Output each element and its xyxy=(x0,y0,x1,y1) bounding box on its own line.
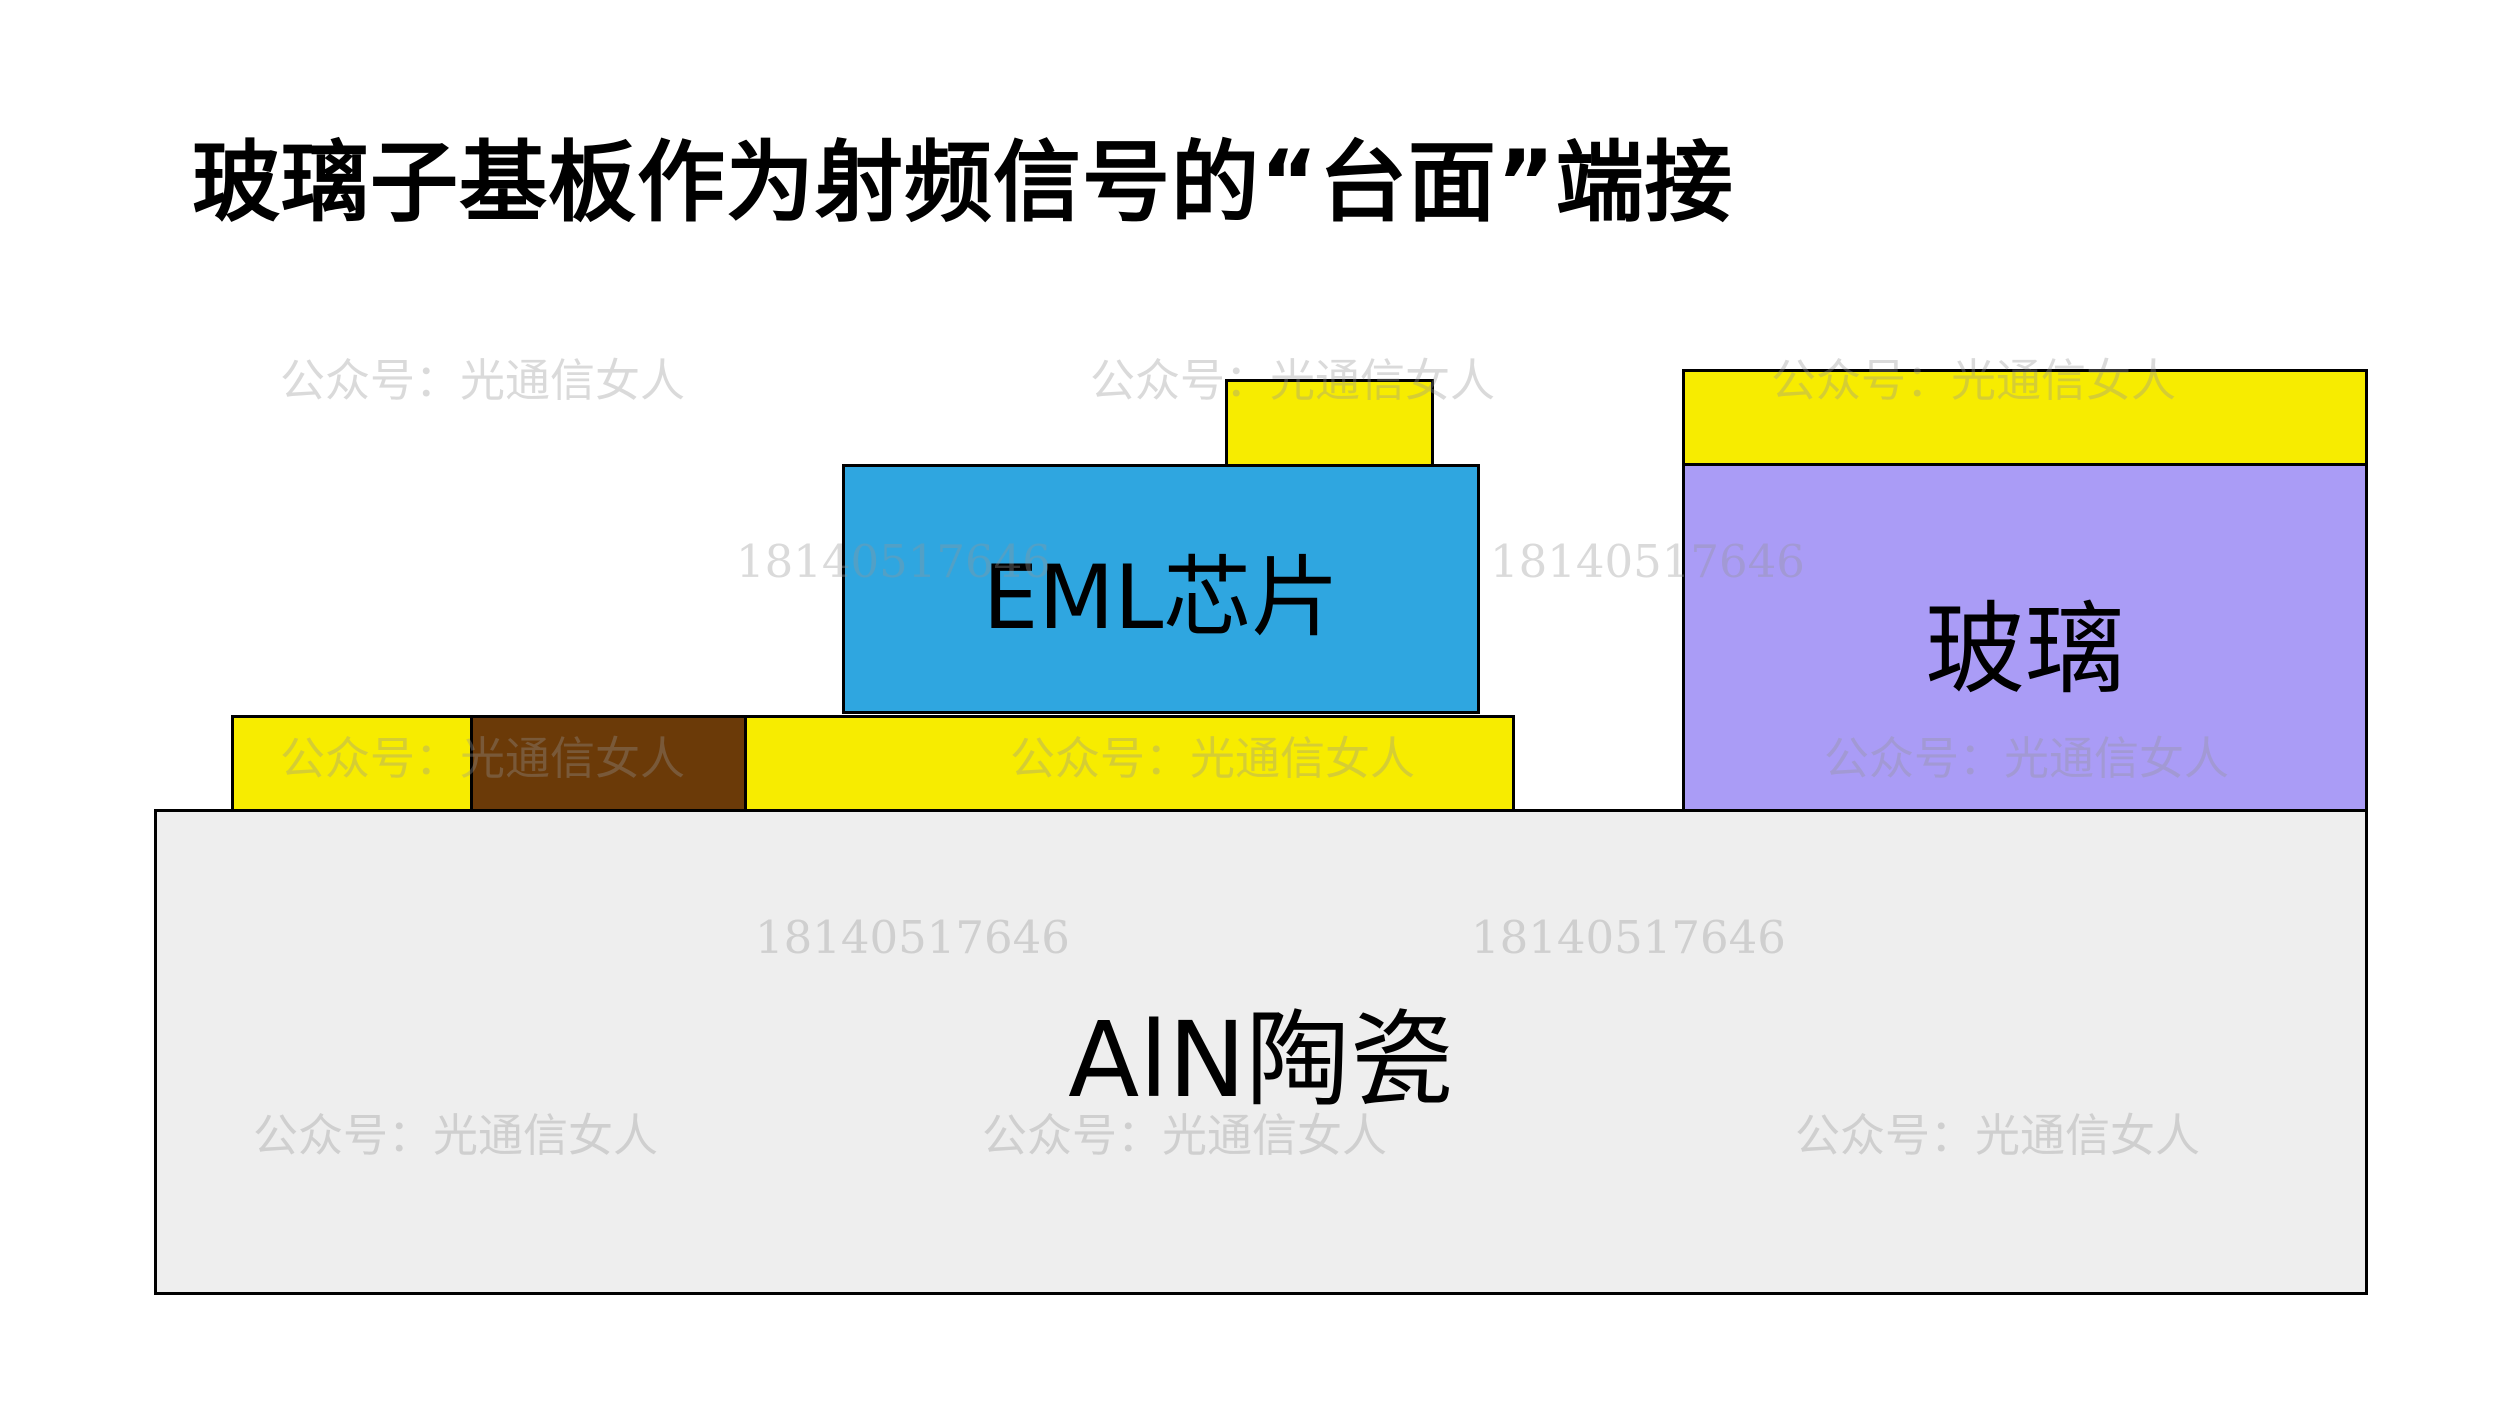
resistor-block xyxy=(470,715,747,812)
slide-title: 玻璃子基板作为射频信号的“台面”端接 xyxy=(192,131,1734,234)
gold-pad-under-chip xyxy=(744,715,1515,812)
eml-label: EML芯片 xyxy=(982,545,1340,649)
glass-substrate xyxy=(1682,463,2368,812)
gold-pad-chip-top xyxy=(1225,379,1434,467)
gold-pad-left xyxy=(231,715,473,812)
eml-chip xyxy=(842,464,1480,714)
watermark: 公众号：光通信女人 xyxy=(280,354,686,407)
gold-pad-glass-top xyxy=(1682,369,2368,466)
aln-ceramic-substrate xyxy=(154,809,2368,1295)
glass-label: 玻璃 xyxy=(1925,590,2125,708)
aln-label: AlN陶瓷 xyxy=(1068,998,1454,1121)
